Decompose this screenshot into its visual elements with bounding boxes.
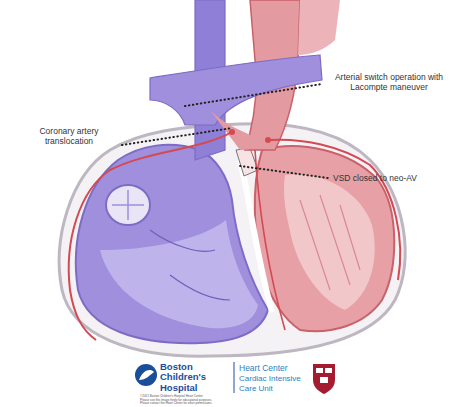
copyright-note: Please contact the Heart Center for othe… (140, 402, 212, 406)
callout-label: VSD closed to neo-AV (333, 173, 417, 183)
logo-name: Boston Children's Hospital (160, 362, 230, 393)
callout-label: Coronary artery translocation (20, 126, 118, 146)
callout-label: Arterial switch operation with Lacompte … (325, 72, 453, 92)
logo-unit: Cardiac Intensive Care Unit (239, 374, 311, 393)
logo-department: Heart Center (239, 363, 288, 373)
